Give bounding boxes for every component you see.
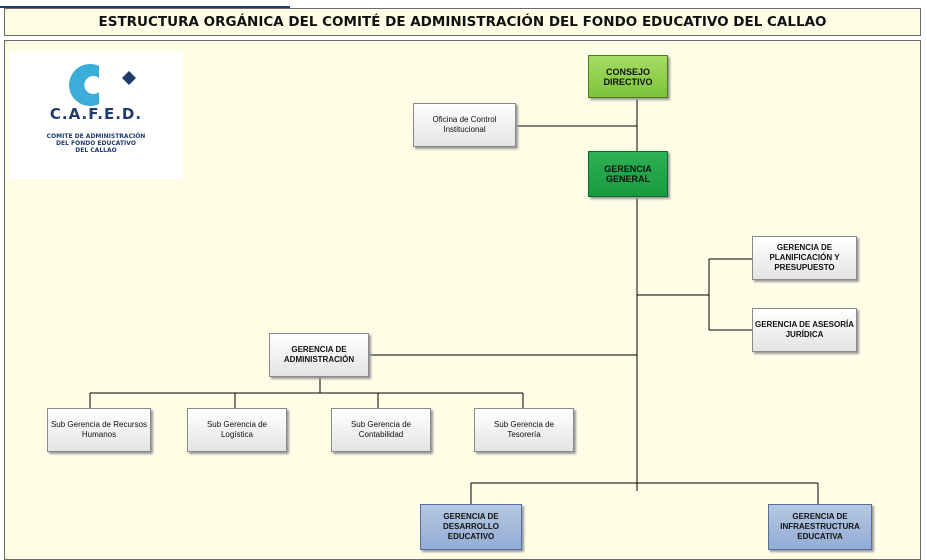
box-gerencia-general: GERENCIA GENERAL <box>588 151 668 197</box>
cafed-logo: C.A.F.E.D. COMITE DE ADMINISTRACIÓN DEL … <box>9 52 183 179</box>
box-oficina-control-institucional: Oficina de Control Institucional <box>413 103 516 147</box>
box-gerencia-desarrollo-educativo: GERENCIA DE DESARROLLO EDUCATIVO <box>420 504 522 550</box>
box-gerencia-infraestructura-educativa: GERENCIA DE INFRAESTRUCTURA EDUCATIVA <box>768 504 872 550</box>
box-consejo-directivo: CONSEJO DIRECTIVO <box>588 55 668 98</box>
connector-lines <box>89 99 819 504</box>
box-sub-logistica: Sub Gerencia de Logística <box>187 408 287 452</box>
page-title: ESTRUCTURA ORGÁNICA DEL COMITÉ DE ADMINI… <box>4 8 921 36</box>
box-sub-recursos-humanos: Sub Gerencia de Recursos Humanos <box>47 408 151 452</box>
box-sub-tesoreria: Sub Gerencia de Tesorería <box>474 408 574 452</box>
box-gerencia-asesoria: GERENCIA DE ASESORÍA JURÍDICA <box>752 308 857 352</box>
logo-subtitle-line-3: DEL CALLAO <box>75 147 117 154</box>
logo-c-shape <box>69 64 99 106</box>
logo-diamond <box>122 71 136 85</box>
logo-subtitle-line-1: COMITE DE ADMINISTRACIÓN <box>46 133 146 140</box>
org-chart-canvas: C.A.F.E.D. COMITE DE ADMINISTRACIÓN DEL … <box>4 40 921 560</box>
box-gerencia-planificacion: GERENCIA DE PLANIFICACIÓN Y PRESUPUESTO <box>752 236 857 280</box>
top-accent-line <box>0 6 290 8</box>
logo-subtitle-line-2: DEL FONDO EDUCATIVO <box>56 140 136 147</box>
cafed-logo-mark <box>69 64 136 106</box>
box-sub-contabilidad: Sub Gerencia de Contabilidad <box>331 408 431 452</box>
logo-name: C.A.F.E.D. <box>49 105 143 123</box>
box-gerencia-administracion: GERENCIA DE ADMINISTRACIÓN <box>269 333 369 377</box>
